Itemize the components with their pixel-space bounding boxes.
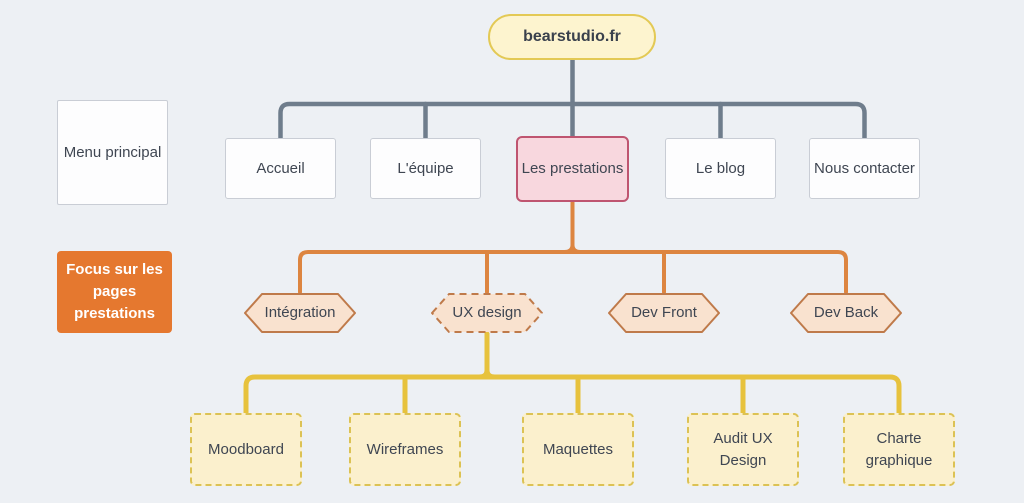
node-label: Moodboard — [208, 440, 284, 458]
node-label: Les prestations — [521, 160, 624, 178]
hexagon-shape — [244, 293, 356, 333]
connector-uxdesign-to-pages — [243, 331, 902, 416]
legend-menu-principal: Menu principal — [57, 100, 168, 205]
node-menu-equipe: L'équipe — [370, 138, 481, 199]
node-page-wireframes: Wireframes — [349, 413, 461, 486]
node-label: Intégration — [264, 304, 336, 322]
node-page-audit-ux: Audit UX Design — [687, 413, 799, 486]
node-label: Nous contacter — [814, 159, 915, 177]
legend-focus-prestations: Focus sur les pages prestations — [57, 251, 172, 333]
node-menu-contacter: Nous contacter — [809, 138, 920, 199]
node-page-moodboard: Moodboard — [190, 413, 302, 486]
hexagon-shape — [608, 293, 720, 333]
node-menu-accueil: Accueil — [225, 138, 336, 199]
node-menu-prestations-active: Les prestations — [516, 136, 629, 202]
node-label: L'équipe — [397, 159, 454, 177]
hexagon-shape-dashed — [431, 293, 543, 333]
connector-prestations-to-services — [298, 201, 848, 294]
connector-root-to-menu — [278, 57, 867, 141]
node-label: Maquettes — [542, 440, 614, 458]
node-service-uxdesign: UX design — [430, 292, 544, 334]
node-root-label: bearstudio.fr — [523, 28, 621, 46]
node-page-charte-graphique: Charte graphique — [843, 413, 955, 486]
node-service-devback: Dev Back — [789, 292, 903, 334]
node-menu-blog: Le blog — [665, 138, 776, 199]
node-label: Le blog — [695, 159, 746, 177]
legend-menu-principal-label: Menu principal — [63, 143, 162, 161]
node-label: Accueil — [256, 159, 305, 177]
node-page-maquettes: Maquettes — [522, 413, 634, 486]
legend-focus-label: Focus sur les pages prestations — [66, 261, 163, 322]
node-label: Dev Back — [813, 304, 879, 322]
node-root-bearstudio: bearstudio.fr — [488, 14, 656, 60]
hexagon-shape — [790, 293, 902, 333]
node-label: Dev Front — [631, 304, 697, 322]
node-label: Wireframes — [366, 440, 444, 458]
node-label: Charte graphique — [865, 429, 933, 469]
node-service-integration: Intégration — [243, 292, 357, 334]
node-label: Audit UX Design — [713, 429, 773, 469]
node-label: UX design — [452, 304, 522, 322]
node-service-devfront: Dev Front — [607, 292, 721, 334]
